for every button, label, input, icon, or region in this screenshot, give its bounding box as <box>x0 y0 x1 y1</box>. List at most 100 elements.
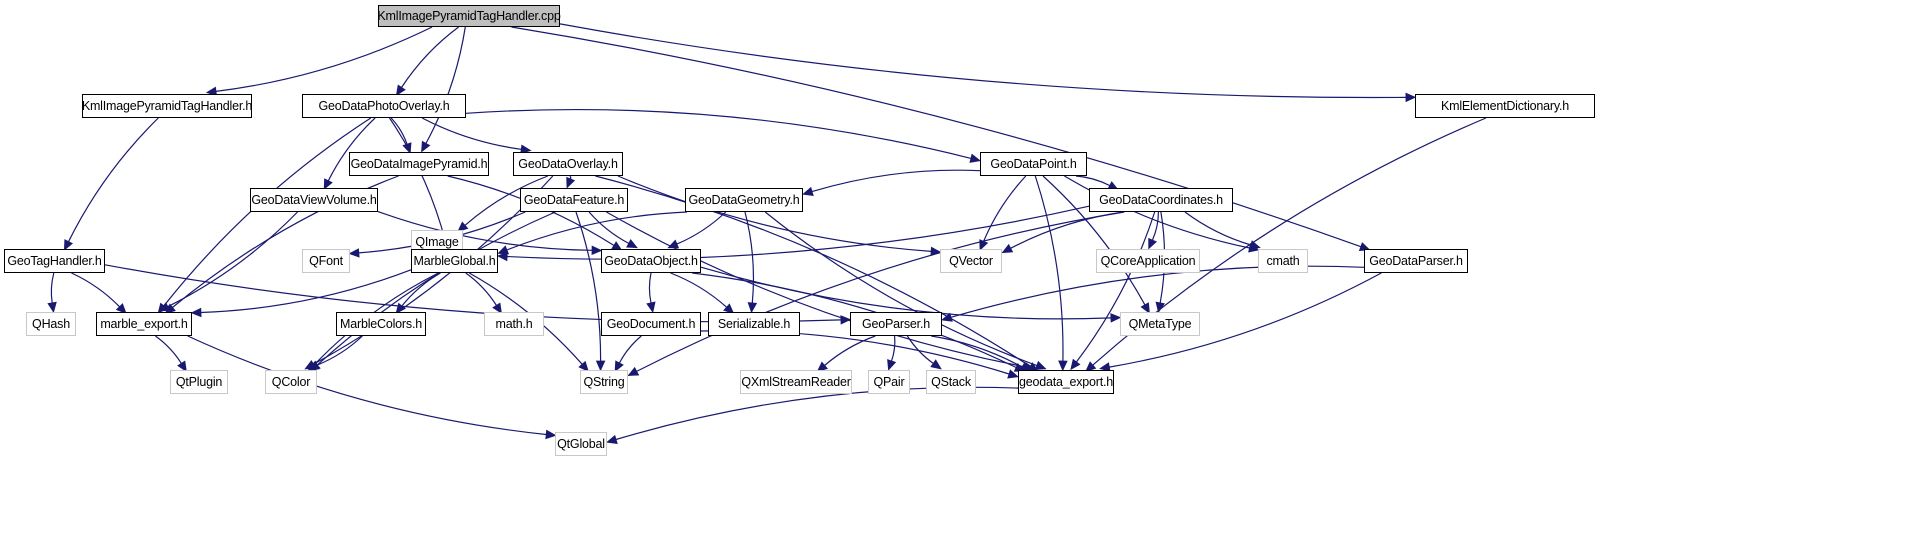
node-qfont: QFont <box>302 249 350 273</box>
edge-mexport-to-qtplugin <box>155 335 182 364</box>
edge-gparser-to-qstack <box>906 335 934 364</box>
node-qmeta: QMetaType <box>1120 312 1200 336</box>
node-label: GeoDataPhotoOverlay.h <box>318 99 450 113</box>
arrowhead-icon <box>667 239 680 249</box>
node-mexport[interactable]: marble_export.h <box>96 312 192 336</box>
node-label: QHash <box>32 317 70 331</box>
arrowhead-icon <box>1405 92 1417 103</box>
edge-gdov-to-qimage <box>464 175 549 226</box>
arrowhead-icon <box>1007 369 1019 379</box>
arrowhead-icon <box>1070 358 1081 371</box>
node-gth[interactable]: GeoTagHandler.h <box>4 249 105 273</box>
node-cpp[interactable]: KmlImagePyramidTagHandler.cpp <box>377 5 561 27</box>
arrowhead-icon <box>1099 362 1111 372</box>
edge-mcolors-to-qcolor <box>316 335 363 366</box>
node-label: cmath <box>1266 254 1300 268</box>
arrowhead-icon <box>1058 360 1068 372</box>
node-label: math.h <box>495 317 533 331</box>
node-mcolors[interactable]: MarbleColors.h <box>336 312 426 336</box>
edge-gth-to-mexport <box>71 272 121 308</box>
node-kipth-h[interactable]: KmlImagePyramidTagHandler.h <box>82 94 252 118</box>
node-gdparser[interactable]: GeoDataParser.h <box>1364 249 1468 273</box>
edge-gdpt-to-qvector <box>983 175 1027 242</box>
edge-gdparser-to-gdexport <box>1109 272 1382 368</box>
arrowhead-icon <box>1148 237 1158 250</box>
node-gdobj[interactable]: GeoDataObject.h <box>601 249 701 273</box>
edge-cpp-to-kipth_h <box>215 26 433 92</box>
node-gdvv[interactable]: GeoDataViewVolume.h <box>250 188 378 212</box>
arrowhead-icon <box>47 301 57 314</box>
arrowhead-icon <box>887 359 897 371</box>
node-gdov[interactable]: GeoDataOverlay.h <box>513 152 623 176</box>
edge-gparser-to-qxml <box>824 335 876 366</box>
arrowhead-icon <box>566 176 576 189</box>
edge-gparser-to-gdexport <box>931 335 1023 368</box>
arrowhead-icon <box>1001 243 1014 254</box>
arrowhead-icon <box>348 248 360 258</box>
node-label: GeoDataOverlay.h <box>518 157 618 171</box>
edge-gdexport-to-qtglobal <box>615 386 1019 441</box>
arrowhead-icon <box>63 239 74 251</box>
arrowhead-icon <box>492 302 502 315</box>
node-label: geodata_export.h <box>1018 375 1114 389</box>
edge-gdgeom-to-mglobal <box>506 211 688 251</box>
edge-mglobal-to-mexport <box>200 269 412 314</box>
node-gdexport[interactable]: geodata_export.h <box>1018 370 1114 394</box>
edge-gdpt-to-cmath <box>1064 175 1250 249</box>
node-label: GeoTagHandler.h <box>7 254 102 268</box>
arrowhead-icon <box>723 303 735 315</box>
arrowhead-icon <box>177 360 187 373</box>
edge-gddoc-to-gdexport <box>700 330 1010 375</box>
node-qtplugin: QtPlugin <box>170 370 228 394</box>
edge-gdvv-to-gdobj <box>377 211 593 251</box>
arrowhead-icon <box>1249 240 1261 250</box>
node-label: QMetaType <box>1128 317 1192 331</box>
edge-gdov-to-qvector <box>617 175 932 252</box>
node-gdip[interactable]: GeoDataImagePyramid.h <box>349 152 489 176</box>
node-mglobal[interactable]: MarbleGlobal.h <box>411 249 498 273</box>
edge-mexport-to-qtglobal <box>187 335 547 436</box>
node-qxml: QXmlStreamReader <box>740 370 852 394</box>
node-qpair: QPair <box>868 370 910 394</box>
edge-gdpo-to-gdov <box>421 117 522 150</box>
edge-gdfeat-to-gdobj <box>588 211 630 244</box>
arrowhead-icon <box>1034 360 1047 370</box>
edge-gdcoord-to-gdexport <box>1075 211 1156 363</box>
node-ked[interactable]: KmlElementDictionary.h <box>1415 94 1595 118</box>
node-gddoc[interactable]: GeoDocument.h <box>601 312 701 336</box>
node-label: KmlImagePyramidTagHandler.h <box>81 99 253 113</box>
node-label: QCoreApplication <box>1100 254 1196 268</box>
arrowhead-icon <box>545 429 557 440</box>
node-label: KmlElementDictionary.h <box>1440 99 1570 113</box>
arrowhead-icon <box>323 178 333 190</box>
node-label: GeoParser.h <box>862 317 930 331</box>
edge-gdcoord-to-cmath <box>1184 211 1252 246</box>
arrowhead-icon <box>307 360 320 370</box>
arrowhead-icon <box>421 140 431 153</box>
node-label: GeoDataCoordinates.h <box>1099 193 1223 207</box>
node-serial[interactable]: Serializable.h <box>708 312 800 336</box>
edge-cpp-to-gdpo <box>400 26 459 88</box>
edge-gddoc-to-qstring <box>618 335 642 364</box>
arrowhead-icon <box>816 361 828 373</box>
node-label: QStack <box>931 375 971 389</box>
edge-gdpo-to-gdvv <box>327 117 376 182</box>
node-label: QString <box>583 375 625 389</box>
node-qcoreapp: QCoreApplication <box>1096 249 1200 273</box>
node-gdcoord[interactable]: GeoDataCoordinates.h <box>1089 188 1233 212</box>
node-gdfeat[interactable]: GeoDataFeature.h <box>520 188 628 212</box>
arrowhead-icon <box>205 86 217 97</box>
node-gparser[interactable]: GeoParser.h <box>850 312 942 336</box>
node-label: MarbleColors.h <box>340 317 422 331</box>
node-label: Serializable.h <box>717 317 791 331</box>
node-gdgeom[interactable]: GeoDataGeometry.h <box>685 188 803 212</box>
node-label: QFont <box>309 254 343 268</box>
arrowhead-icon <box>1085 361 1097 373</box>
node-label: marble_export.h <box>100 317 188 331</box>
node-gdpt[interactable]: GeoDataPoint.h <box>980 152 1087 176</box>
arrowhead-icon <box>595 360 606 372</box>
node-gdpo[interactable]: GeoDataPhotoOverlay.h <box>302 94 466 118</box>
node-label: GeoDataViewVolume.h <box>251 193 377 207</box>
node-label: GeoDataParser.h <box>1369 254 1463 268</box>
edge-gdfeat-to-qstring <box>575 211 602 362</box>
